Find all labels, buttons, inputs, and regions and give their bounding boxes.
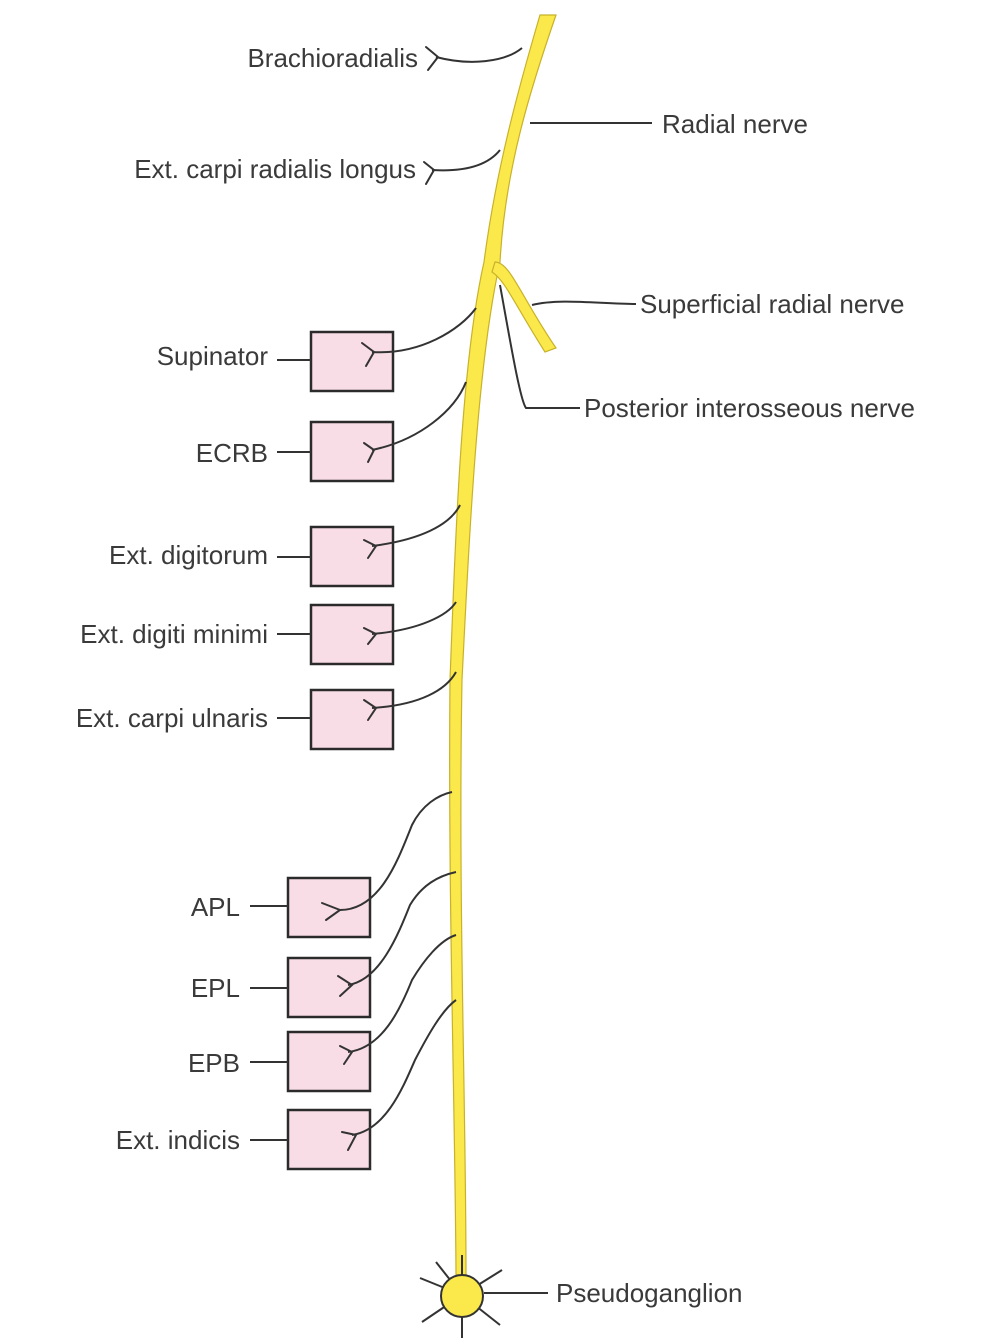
muscle-apl: APL — [191, 792, 452, 937]
ecrb-box — [311, 422, 393, 481]
ext-digiti-minimi-label: Ext. digiti minimi — [80, 619, 268, 649]
apl-label: APL — [191, 892, 240, 922]
apl-box — [288, 878, 370, 937]
ecrl-branch — [432, 150, 500, 170]
posterior-interosseous-nerve-label: Posterior interosseous nerve — [584, 393, 915, 423]
ecrl-label: Ext. carpi radialis longus — [134, 154, 416, 184]
ext-digiti-minimi-box — [311, 605, 393, 664]
epl-label: EPL — [191, 973, 240, 1003]
superficial-radial-nerve-label: Superficial radial nerve — [640, 289, 904, 319]
radial-nerve-trunk — [450, 15, 556, 1275]
ext-carpi-ulnaris-box — [311, 690, 393, 749]
ext-indicis-box — [288, 1110, 370, 1169]
ext-carpi-ulnaris-label: Ext. carpi ulnaris — [76, 703, 268, 733]
epb-label: EPB — [188, 1048, 240, 1078]
radial-nerve-label: Radial nerve — [662, 109, 808, 139]
brachioradialis-ending-icon — [426, 47, 438, 70]
superficial-radial-nerve-leader — [532, 302, 636, 305]
supinator-label: Supinator — [157, 341, 269, 371]
ext-digitorum-label: Ext. digitorum — [109, 540, 268, 570]
epl-box — [288, 958, 370, 1017]
ecrb-label: ECRB — [196, 438, 268, 468]
pseudoganglion-label: Pseudoganglion — [556, 1278, 743, 1308]
superficial-radial-nerve-branch — [492, 262, 556, 352]
muscle-ext-carpi-ulnaris: Ext. carpi ulnaris — [76, 672, 456, 749]
ext-digitorum-box — [311, 527, 393, 586]
epb-box — [288, 1032, 370, 1091]
ext-indicis-label: Ext. indicis — [116, 1125, 240, 1155]
muscle-ecrb: ECRB — [196, 382, 466, 481]
muscle-supinator: Supinator — [157, 308, 476, 391]
muscle-ext-digiti-minimi: Ext. digiti minimi — [80, 602, 456, 664]
pseudoganglion-node — [420, 1255, 502, 1338]
brachioradialis-branch — [436, 48, 522, 62]
ecrl-ending-icon — [424, 162, 434, 184]
brachioradialis-label: Brachioradialis — [247, 43, 418, 73]
muscle-ext-digitorum: Ext. digitorum — [109, 505, 460, 586]
supinator-box — [311, 332, 393, 391]
muscle-ext-indicis: Ext. indicis — [116, 1000, 456, 1169]
